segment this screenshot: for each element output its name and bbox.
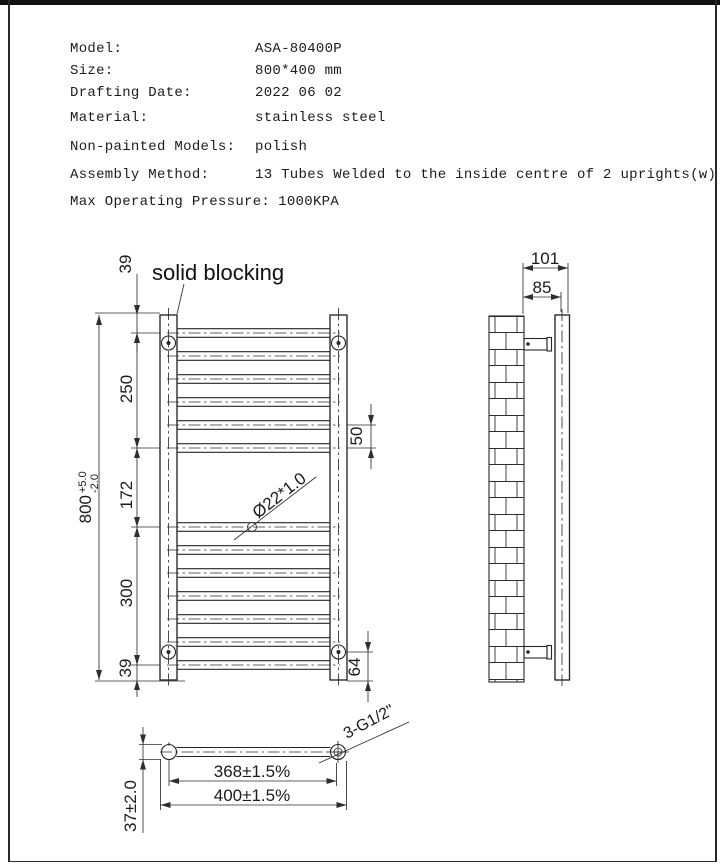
dim-tube-centres: 368±1.5%	[168, 760, 337, 786]
dim-overall-width: 400±1.5%	[160, 759, 347, 810]
sheet-border-left	[8, 0, 10, 862]
dim-depth-overall: 101	[522, 249, 569, 314]
spec-value: 2022 06 02	[255, 85, 343, 101]
plan-view: 3-G1/2" 368±1.5% 400±1.5%	[121, 702, 410, 833]
dim-39-bottom: 39	[116, 659, 135, 678]
mounting-holes	[160, 335, 347, 660]
front-view: 800 +5.0 -2.0 39 250 172 300 39	[76, 255, 376, 702]
connection-callout: 3-G1/2"	[318, 702, 410, 764]
spec-row-size: Size: 800*400 mm	[70, 63, 342, 79]
left-upright	[159, 308, 178, 687]
dim-101: 101	[531, 249, 559, 268]
spec-row-finish: Non-painted Models: polish	[70, 139, 307, 155]
dim-172: 172	[117, 481, 136, 509]
sheet-border-bottom	[8, 860, 716, 863]
dim-800-tol-minus: -2.0	[89, 474, 101, 493]
dim-800-label: 800	[76, 495, 95, 523]
plan-left-upright	[160, 742, 178, 761]
dim-368: 368±1.5%	[214, 762, 290, 781]
technical-drawing: 800 +5.0 -2.0 39 250 172 300 39	[76, 249, 571, 833]
tube-spec-callout: Ø22*1.0	[233, 469, 317, 541]
spec-row-assembly: Assembly Method: 13 Tubes Welded to the i…	[70, 167, 716, 183]
dim-300: 300	[117, 579, 136, 607]
dim-64: 64	[345, 658, 364, 677]
wall-bracket-top	[523, 336, 553, 352]
spec-row-pressure: Max Operating Pressure: 1000KPA	[70, 194, 339, 210]
spec-value: stainless steel	[255, 110, 386, 126]
radiator-tubes	[166, 328, 341, 670]
wall-section	[488, 315, 525, 683]
sheet-border-top	[0, 0, 720, 5]
dim-39-top: 39	[116, 255, 135, 274]
spec-label: Max Operating Pressure:	[70, 194, 271, 210]
dim-50: 50	[347, 427, 366, 446]
spec-label: Drafting Date:	[70, 85, 192, 101]
dim-85: 85	[533, 278, 552, 297]
dim-37: 37±2.0	[121, 780, 140, 832]
spec-value: ASA-80400P	[255, 41, 343, 57]
solid-blocking-callout: solid blocking	[152, 260, 284, 315]
tube-spec-label: Ø22*1.0	[249, 469, 310, 522]
dim-400: 400±1.5%	[214, 786, 290, 805]
spec-label: Model:	[70, 41, 123, 57]
dim-250: 250	[117, 375, 136, 403]
side-upright	[554, 309, 571, 686]
spec-value: 13 Tubes Welded to the inside centre of …	[255, 167, 717, 183]
plan-tube	[160, 746, 346, 758]
spec-label: Assembly Method:	[70, 167, 210, 183]
spec-row-material: Material: stainless steel	[70, 110, 386, 126]
spec-label: Material:	[70, 110, 149, 126]
dim-depth-centre: 85	[523, 278, 562, 312]
side-view: 101 85	[488, 249, 571, 686]
solid-blocking-label: solid blocking	[152, 260, 284, 285]
spec-label: Size:	[70, 63, 114, 79]
right-upright	[329, 308, 348, 687]
spec-value: 800*400 mm	[255, 63, 343, 79]
spec-label: Non-painted Models:	[70, 139, 236, 155]
dim-upright-depth: 37±2.0	[121, 727, 162, 833]
dim-chain-left: 39 250 172 300 39	[116, 255, 140, 697]
spec-value: 1000KPA	[278, 194, 340, 210]
spec-value: polish	[255, 139, 308, 155]
dim-800-tol-plus: +5.0	[77, 471, 89, 493]
spec-row-date: Drafting Date: 2022 06 02	[70, 85, 342, 101]
wall-bracket-bottom	[523, 644, 553, 660]
dim-bracket-offset: 64	[345, 631, 371, 702]
sheet-border-right	[714, 0, 717, 862]
connection-label: 3-G1/2"	[341, 702, 397, 743]
dim-tube-pitch: 50	[347, 404, 374, 469]
dim-overall-height: 800 +5.0 -2.0	[76, 315, 102, 680]
plan-right-upright-connection	[327, 741, 349, 763]
spec-row-model: Model: ASA-80400P	[70, 41, 342, 57]
